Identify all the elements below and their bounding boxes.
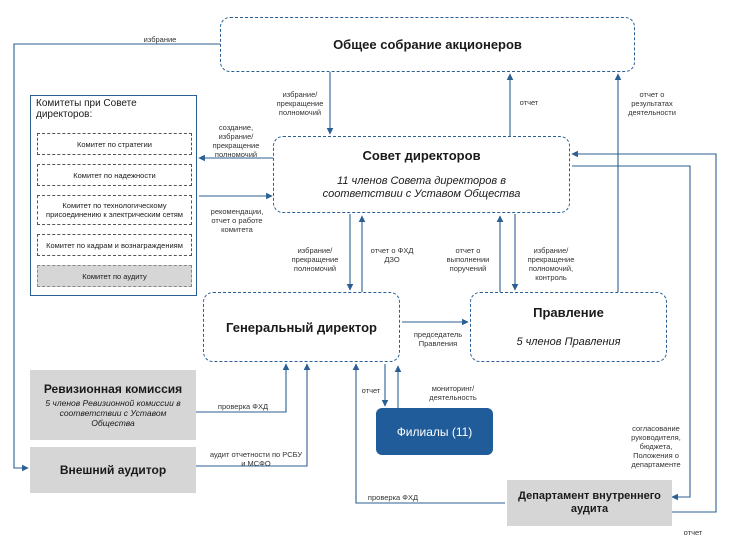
- line-revision-to-ceo: [196, 363, 290, 413]
- label-election-termination-1: избрание/ прекращение полномочий: [276, 90, 324, 117]
- label-audit-rsbu: аудит отчетности по РСБУ и МСФО: [209, 450, 303, 468]
- committees-panel-title: Комитеты при Совете директоров:: [36, 98, 137, 120]
- general-meeting-title: Общее собрание акционеров: [333, 37, 522, 52]
- line-board-to-internal: [572, 165, 691, 501]
- label-check-fhd-2: проверка ФХД: [367, 493, 419, 502]
- management-title: Правление: [533, 305, 604, 320]
- committee-grid-connection: Комитет по технологическому присоединени…: [37, 195, 192, 225]
- revision-commission-box: Ревизионная комиссия 5 членов Ревизионно…: [30, 370, 196, 440]
- management-subtitle: 5 членов Правления: [516, 336, 621, 348]
- revision-commission-subtitle: 5 членов Ревизионной комиссии в соответс…: [45, 398, 181, 428]
- ceo-box: Генеральный директор: [203, 292, 400, 362]
- label-report-fhd-dzo: отчет о ФХД ДЗО: [370, 246, 414, 264]
- general-meeting-box: Общее собрание акционеров: [220, 17, 635, 72]
- ceo-title: Генеральный директор: [226, 319, 377, 335]
- label-election-termination-2: избрание/ прекращение полномочий: [291, 246, 339, 273]
- label-agreement: согласование руководителя, бюджета, Поло…: [631, 424, 681, 469]
- label-check-fhd-1: проверка ФХД: [217, 402, 269, 411]
- label-monitoring: мониторинг/ деятельность: [429, 384, 477, 402]
- line-ext-to-ceo: [196, 363, 311, 467]
- branches-title: Филиалы (11): [396, 424, 473, 439]
- line-election-ext-auditor: [13, 43, 220, 472]
- committee-hr: Комитет по кадрам и вознаграждениям: [37, 234, 192, 256]
- board-title: Совет директоров: [362, 148, 481, 163]
- internal-audit-box: Департамент внутреннего аудита: [507, 480, 672, 526]
- external-auditor-title: Внешний аудитор: [59, 463, 167, 477]
- label-creation: создание, избрание/ прекращение полномоч…: [212, 123, 260, 159]
- internal-audit-title: Департамент внутреннего аудита: [518, 490, 661, 515]
- committee-strategy: Комитет по стратегии: [37, 133, 192, 155]
- board-box: Совет директоров 11 членов Совета директ…: [273, 136, 570, 213]
- label-report-2: отчет: [361, 386, 381, 395]
- management-box: Правление 5 членов Правления: [470, 292, 667, 362]
- external-auditor-box: Внешний аудитор: [30, 447, 196, 493]
- committees-panel: Комитеты при Совете директоров: Комитет …: [30, 95, 197, 296]
- label-election-top: избрание: [143, 35, 177, 44]
- committee-audit: Комитет по аудиту: [37, 265, 192, 287]
- label-election-control: избрание/ прекращение полномочий, контро…: [527, 246, 575, 282]
- label-recommendations: рекомендации, отчет о работе комитета: [210, 207, 264, 234]
- committee-reliability: Комитет по надежности: [37, 164, 192, 186]
- label-report-orders: отчет о выполнении поручений: [446, 246, 490, 273]
- line-internal-to-ceo: [352, 363, 505, 504]
- label-report-1: отчет: [519, 98, 539, 107]
- label-chairman: председатель Правления: [413, 330, 463, 348]
- revision-commission-title: Ревизионная комиссия: [43, 382, 183, 396]
- board-subtitle: 11 членов Совета директоров в соответств…: [322, 175, 521, 200]
- label-report-3: отчет: [683, 528, 703, 537]
- label-report-results: отчет о результатах деятельности: [628, 90, 676, 117]
- branches-box: Филиалы (11): [376, 408, 493, 455]
- line-internal-to-board: [571, 150, 717, 513]
